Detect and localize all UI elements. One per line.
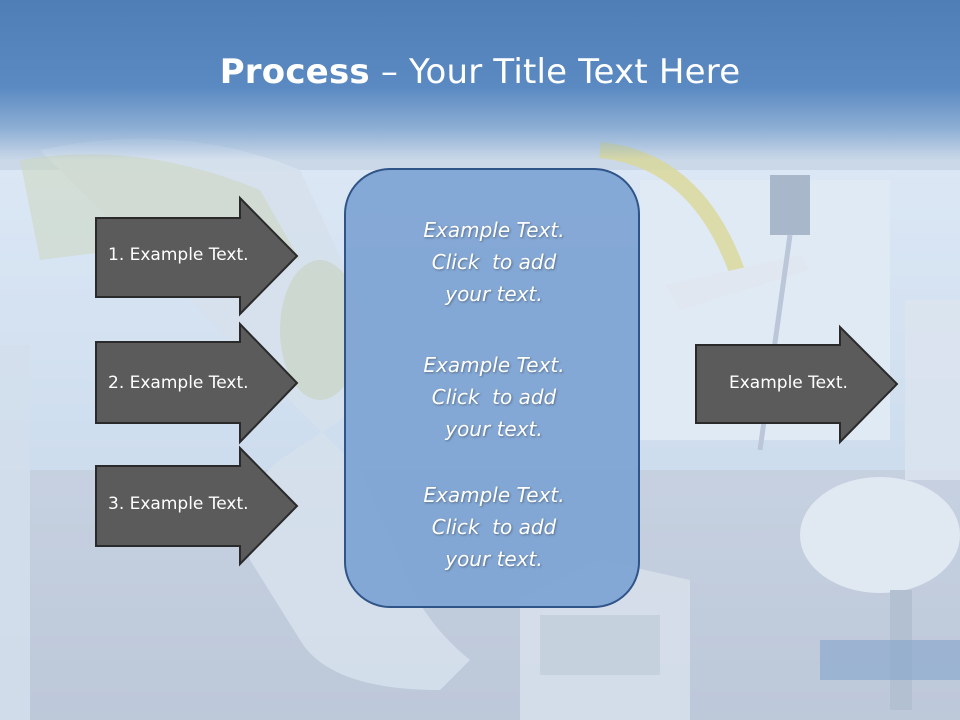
title-band [0, 0, 960, 160]
left-arrow-1[interactable] [95, 195, 299, 317]
slide-title[interactable]: Process – Your Title Text Here [0, 52, 960, 92]
paragraph-3-line-2: Click to add [431, 515, 557, 539]
paragraph-1-line-3: your text. [445, 282, 543, 306]
paragraph-2-line-1: Example Text. [423, 353, 565, 377]
left-arrow-3[interactable] [95, 445, 299, 567]
left-arrow-3-label: 3. Example Text. [108, 494, 249, 514]
paragraph-1-line-2: Click to add [431, 250, 557, 274]
left-arrow-2-label: 2. Example Text. [108, 373, 249, 393]
title-bold: Process [219, 52, 370, 92]
paragraph-2-line-3: your text. [445, 417, 543, 441]
center-text-box[interactable]: Example Text. Click to add your text. Ex… [344, 168, 640, 608]
paragraph-2-line-2: Click to add [431, 385, 557, 409]
center-paragraph-1: Example Text. Click to add your text. [346, 214, 642, 310]
paragraph-3-line-3: your text. [445, 547, 543, 571]
paragraph-3-line-1: Example Text. [423, 483, 565, 507]
left-arrow-2[interactable] [95, 321, 299, 445]
title-rest: – Your Title Text Here [369, 52, 741, 92]
left-arrow-1-label: 1. Example Text. [108, 245, 249, 265]
right-arrow-label: Example Text. [729, 373, 848, 393]
center-paragraph-3: Example Text. Click to add your text. [346, 479, 642, 575]
right-arrow[interactable] [695, 324, 899, 445]
center-paragraph-2: Example Text. Click to add your text. [346, 349, 642, 445]
paragraph-1-line-1: Example Text. [423, 218, 565, 242]
